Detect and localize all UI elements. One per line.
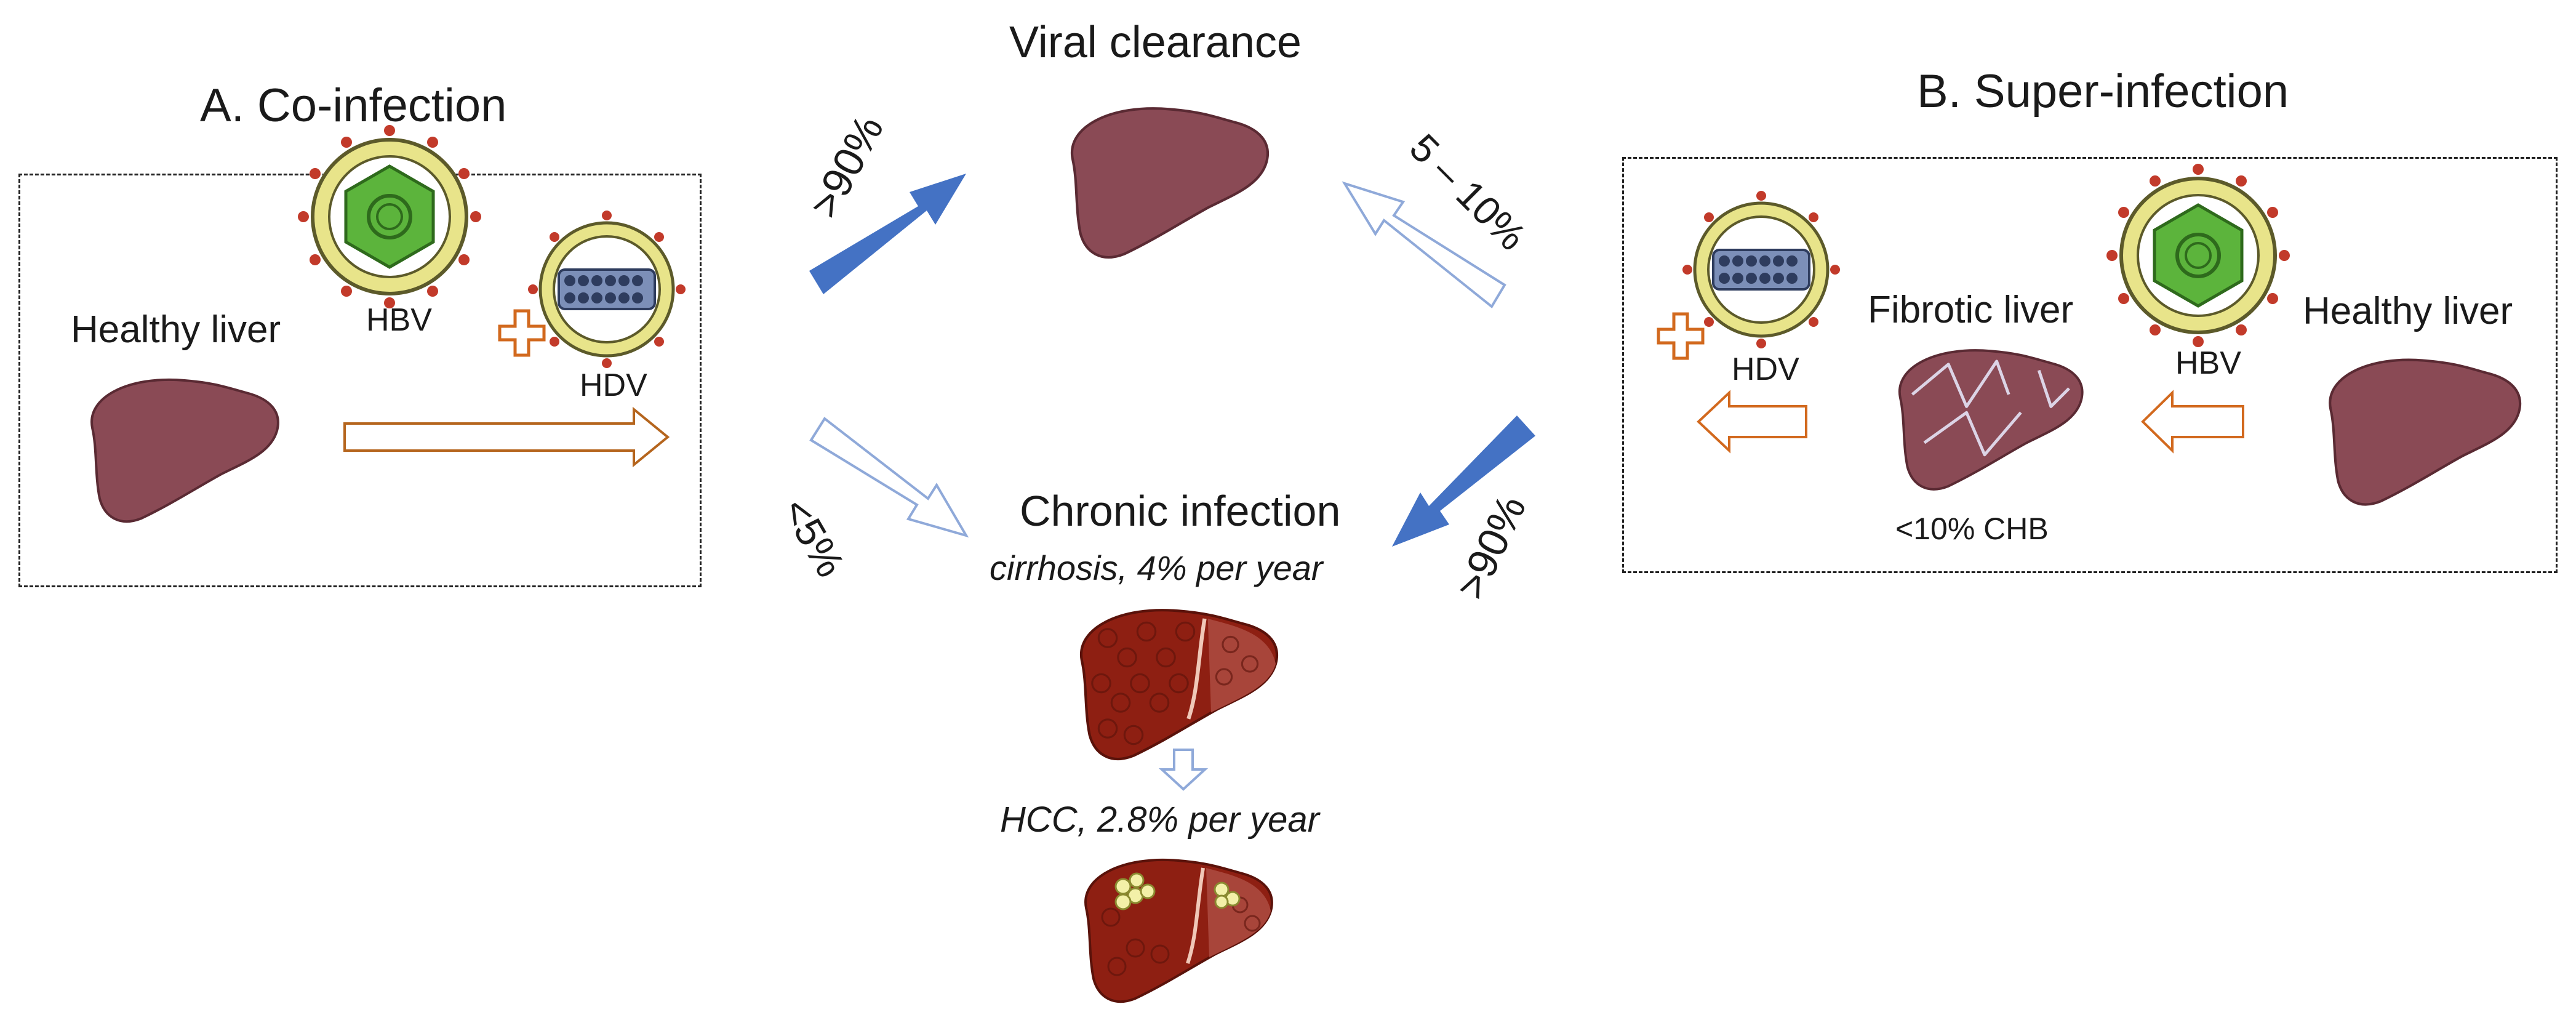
coinfection-hbv-virus-icon xyxy=(298,125,481,308)
coinfection-to-chronic-arrow xyxy=(809,417,969,538)
coinfection-hdv-label: HDV xyxy=(580,367,647,403)
chb-note-label: <10% CHB xyxy=(1895,512,2049,546)
hcc-liver-icon xyxy=(1084,858,1273,1003)
coinfection-progress-arrow xyxy=(343,406,670,468)
cirrhosis-to-hcc-arrow xyxy=(1158,749,1209,791)
superinfection-hdv-virus-icon xyxy=(1682,191,1840,348)
superinfection-panel xyxy=(1622,157,2558,573)
superinfection-title: B. Super-infection xyxy=(1917,65,2289,118)
coinfection-title: A. Co-infection xyxy=(200,79,507,132)
superinfection-healthy-liver-icon xyxy=(2330,360,2520,505)
superinfection-hbv-virus-icon xyxy=(2106,164,2290,347)
coinfection-to-clearance-arrow xyxy=(809,174,966,294)
fibrotic-liver-label: Fibrotic liver xyxy=(1868,289,2074,331)
coinfection-healthy-liver-label: Healthy liver xyxy=(71,308,281,351)
coinfection-hdv-virus-icon xyxy=(528,211,686,368)
fibrotic-liver-icon xyxy=(1898,349,2084,491)
superinfection-hdv-label: HDV xyxy=(1732,351,1799,387)
viral-clearance-label: Viral clearance xyxy=(1009,18,1302,67)
superinfection-healthy-liver-label: Healthy liver xyxy=(2303,290,2513,332)
coinfection-healthy-liver-icon xyxy=(90,378,279,523)
chronic-infection-label: Chronic infection xyxy=(1020,487,1341,535)
superinfection-left-arrow xyxy=(1697,390,1807,454)
coinfection-plus-icon xyxy=(498,309,546,357)
superinfection-hbv-label: HBV xyxy=(2175,345,2241,381)
cirrhosis-rate-label: cirrhosis, 4% per year xyxy=(990,548,1323,587)
cirrhotic-liver-icon xyxy=(1081,610,1277,759)
viral-clearance-liver-icon xyxy=(1072,108,1268,257)
superinfection-right-arrow xyxy=(2141,390,2244,454)
superinfection-plus-icon xyxy=(1657,312,1705,360)
superinfection-to-chronic-arrow xyxy=(1392,416,1535,547)
hcc-rate-label: HCC, 2.8% per year xyxy=(1000,800,1319,840)
superinfection-to-clearance-arrow xyxy=(1342,181,1506,308)
coinfection-hbv-label: HBV xyxy=(366,302,432,338)
